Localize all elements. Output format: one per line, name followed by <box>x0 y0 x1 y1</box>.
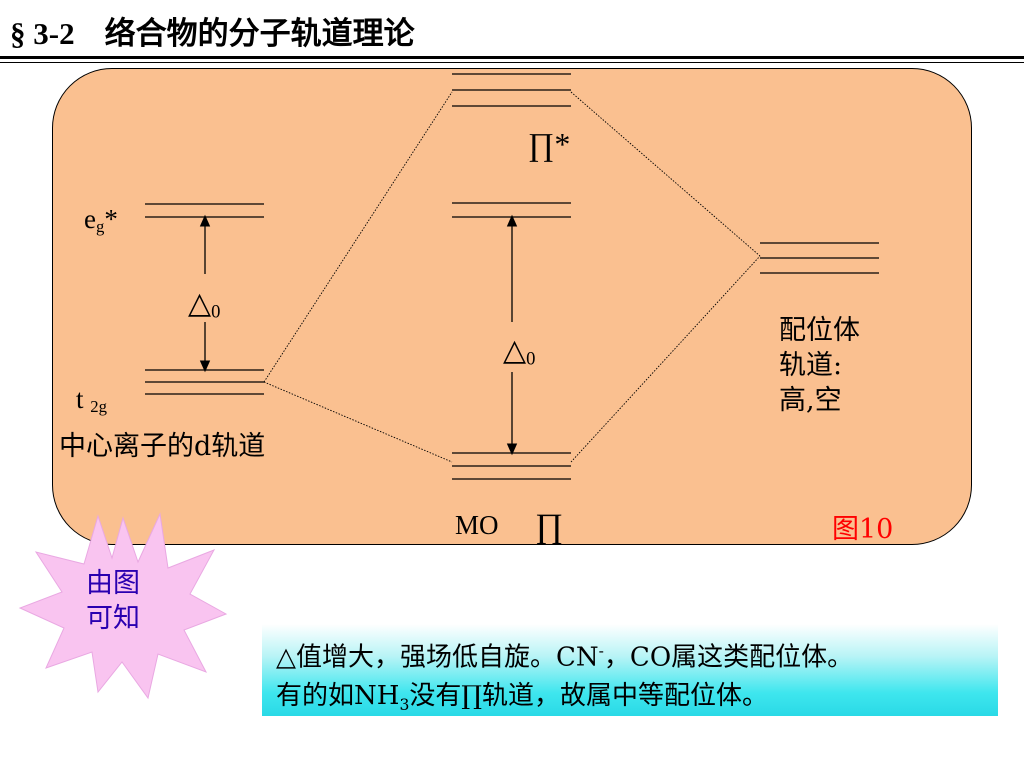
pi-star-label: ∏* <box>528 126 571 162</box>
t2g-level-lines <box>145 369 264 395</box>
t2g-label: t 2g <box>76 384 107 417</box>
eg-level-lines <box>145 203 264 218</box>
pi-star-level-lines <box>452 73 571 107</box>
section-number: § 3-2 <box>10 16 75 51</box>
mo-label: MO <box>455 510 499 540</box>
note-line-1: △值增大，强场低自旋。CN-，CO属这类配位体。 <box>276 642 854 673</box>
eg-label: eg* <box>84 204 118 237</box>
title-rule-thick <box>0 56 1024 59</box>
delta-left-label: △0 <box>188 286 221 323</box>
title-text: 络合物的分子轨道理论 <box>104 16 415 52</box>
conclusion-note: △值增大，强场低自旋。CN-，CO属这类配位体。 有的如NH3没有∏轨道，故属中… <box>262 624 998 716</box>
ligand-level-lines <box>760 242 879 274</box>
note-line-2: 有的如NH3没有∏轨道，故属中等配位体。 <box>276 680 769 714</box>
pi-bonding-level-lines <box>452 452 571 480</box>
page-title: § 3-2 络合物的分子轨道理论 <box>10 8 415 53</box>
starburst-shape <box>18 512 228 700</box>
correlation-lines <box>263 91 761 463</box>
ligand-label: 配位体 轨道: 高,空 <box>779 315 860 416</box>
callout-text: 由图 可知 <box>86 568 140 634</box>
title-rule-thin <box>0 62 1024 63</box>
delta-mid-label: △0 <box>503 333 536 370</box>
center-ion-label: 中心离子的d轨道 <box>59 431 266 462</box>
pi-label: ∏ <box>535 508 563 545</box>
figure-label: 图10 <box>832 514 894 545</box>
mid-eg-level-lines <box>452 202 571 218</box>
